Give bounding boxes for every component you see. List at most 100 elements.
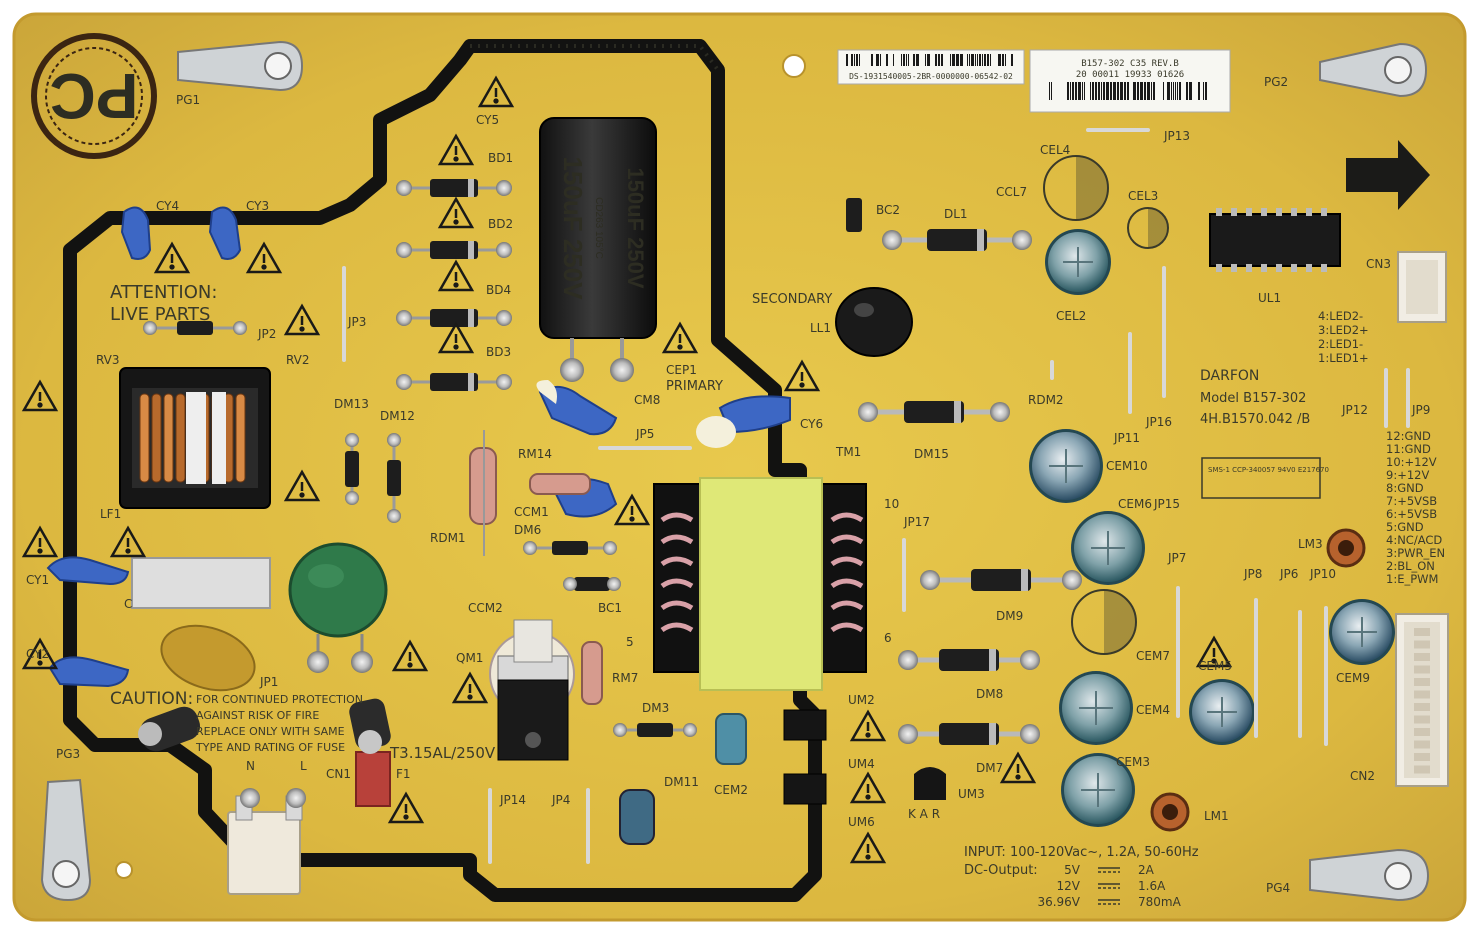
designator-bd3: BD3 [486,345,511,359]
designator-jp6: JP6 [1279,567,1298,581]
designator-dm13: DM13 [334,397,369,411]
designator-um4: UM4 [848,757,875,771]
designator-cy3: CY3 [246,199,269,213]
designator-jp16: JP16 [1145,415,1172,429]
designator-jp14: JP14 [499,793,526,807]
designator-bd2: BD2 [488,217,513,231]
designator-dm11: DM11 [664,775,699,789]
dc-output-label: DC-Output: [964,863,1038,878]
designator-ccm2: CCM2 [468,601,503,615]
cn2-pin-label: 3:PWR_EN [1386,546,1445,560]
designator-c: C [124,597,132,611]
designator-dl1: DL1 [944,207,968,221]
designator-cem5: CEM5 [1198,659,1232,673]
bridge-diode-bd2 [396,241,512,259]
designator-jp1: JP1 [259,675,278,689]
designator-rm7: RM7 [612,671,638,685]
designator-pg2: PG2 [1264,75,1288,89]
primary-label: PRIMARY [666,379,723,394]
diode-dm12 [387,433,401,523]
designator-cem3: CEM3 [1116,755,1150,769]
designator-bc1: BC1 [598,601,622,615]
varistor [160,624,256,692]
designator-lm1: LM1 [1204,809,1229,823]
diode-dm13 [345,433,359,505]
designator-dm8: DM8 [976,687,1003,701]
capacitor-cem4 [1059,671,1133,745]
connector-cn3 [1397,251,1447,323]
diode-dm3 [613,723,697,737]
cn2-pin-label: 2:BL_ON [1386,559,1435,573]
designator-jp11: JP11 [1113,431,1140,445]
designator-cem10: CEM10 [1106,459,1148,473]
diode-dl1 [882,229,1032,251]
stamp-text: PC [50,60,139,132]
diode-bc2 [846,198,862,232]
svg-text:B157-302 C35 REV.B: B157-302 C35 REV.B [1081,59,1179,69]
capacitor-cem2 [715,713,747,765]
cn2-pin-label: 6:+5VSB [1386,507,1437,521]
fuse-f1 [349,698,391,807]
capacitor-cem3 [1061,753,1135,827]
connector-cn1 [227,788,306,895]
designator-ul1: UL1 [1258,291,1281,305]
capacitor-cem9 [1329,599,1395,665]
caution-text-2: AGAINST RISK OF FIRE [196,709,319,722]
diode-dm15 [858,401,1010,423]
optocoupler-um2 [783,709,827,741]
cn2-pin-label: 5:GND [1386,520,1424,534]
designator-dm12: DM12 [380,409,415,423]
svg-text:150uF 250V: 150uF 250V [558,156,588,300]
designator-cem6: CEM6 [1118,497,1152,511]
designator-lm3: LM3 [1298,537,1323,551]
capacitor-cem6 [1071,511,1145,585]
mounting-lug-pg1 [177,40,304,92]
designator-cem9: CEM9 [1336,671,1370,685]
designator-jp4: JP4 [551,793,570,807]
cn2-pin-label: 1:E_PWM [1386,572,1438,586]
capacitor-cm-small [619,789,655,845]
dc-output-voltage: 36.96V [1037,895,1080,909]
cn3-pin-label: 1:LED1+ [1318,351,1369,365]
designator-cn2: CN2 [1350,769,1375,783]
designator-t10: 10 [884,497,899,511]
y-capacitor-cy5 [536,380,618,436]
designator-jp7: JP7 [1167,551,1186,565]
diode-dm6 [523,541,617,555]
mounting-lug-pg2 [1319,42,1428,98]
pc-stamp: PC [31,33,157,159]
part-number-label: 4H.B1570.042 /B [1200,412,1310,427]
diode-dm9 [920,569,1082,591]
inductor-lm3 [1326,528,1366,568]
ul-mark-box: SMS-1 CCP-340057 94V0 E217670 [1201,457,1329,499]
designator-rdm1: RDM1 [430,531,466,545]
cn2-pin-label: 11:GND [1386,442,1431,456]
jumper-jp2 [143,321,247,335]
mounting-lug-pg3 [40,778,92,902]
designator-jp2: JP2 [257,327,276,341]
designator-pg1: PG1 [176,93,200,107]
resistor-rm14 [529,473,591,495]
cn2-pin-label: 9:+12V [1386,468,1429,482]
svg-text:20 00011 19933 01626: 20 00011 19933 01626 [1076,70,1184,80]
designator-rdm2: RDM2 [1028,393,1064,407]
designator-jp8: JP8 [1243,567,1262,581]
svg-text:CD263 105°C: CD263 105°C [593,197,604,259]
designator-cem2: CEM2 [714,783,748,797]
designator-cy6: CY6 [800,417,823,431]
designator-l: L [300,759,307,773]
ic-ul1 [1209,208,1341,272]
designator-rv2: RV2 [286,353,310,367]
designator-bd1: BD1 [488,151,513,165]
designator-bd4: BD4 [486,283,511,297]
line-filter-lf1 [119,367,271,509]
designator-ccm1: CCM1 [514,505,549,519]
designator-qm1: QM1 [456,651,483,665]
cem7-footprint [1071,589,1137,655]
cn2-pin-label: 4:NC/ACD [1386,533,1442,547]
svg-text:SMS-1 CCP-340057 94V0 E217670: SMS-1 CCP-340057 94V0 E217670 [1208,466,1329,474]
designator-cep1: CEP1 [666,363,697,377]
capacitor-cem5 [1189,679,1255,745]
brand-label: DARFON [1200,368,1259,384]
